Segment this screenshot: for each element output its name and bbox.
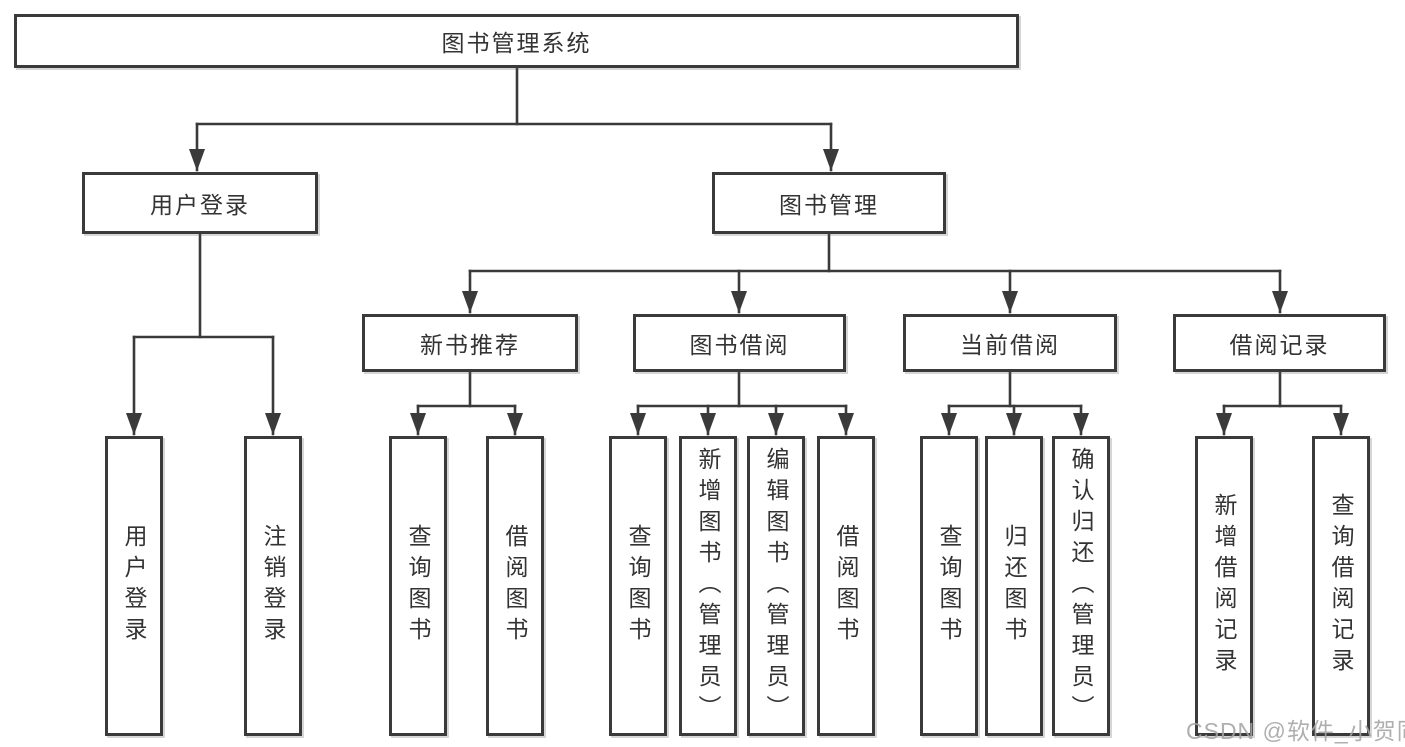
node-label: 图书管理系统	[441, 30, 592, 56]
leaf-add-borrow-record: 新增借阅记录	[1195, 436, 1253, 736]
node-label: 注销登录	[260, 524, 286, 648]
node-label: 新增图书（管理员）	[695, 446, 721, 726]
leaf-query-books-borrow: 查询图书	[609, 436, 667, 736]
leaf-confirm-return-admin: 确认归还（管理员）	[1052, 436, 1110, 736]
node-label: 查询图书	[625, 524, 651, 648]
node-label: 查询图书	[405, 524, 431, 648]
node-label: 当前借阅	[960, 332, 1060, 358]
node-library-management-system: 图书管理系统	[14, 14, 1019, 68]
leaf-query-books-current: 查询图书	[920, 436, 978, 736]
node-label: 图书借阅	[689, 332, 790, 358]
leaf-borrow-books-recommend: 借阅图书	[486, 436, 544, 736]
leaf-logout: 注销登录	[244, 436, 302, 736]
node-label: 借阅记录	[1229, 332, 1330, 358]
leaf-borrow-books: 借阅图书	[817, 436, 875, 736]
node-label: 借阅图书	[833, 524, 859, 648]
node-label: 新增借阅记录	[1211, 493, 1237, 679]
leaf-user-login: 用户登录	[105, 436, 163, 736]
node-label: 用户登录	[150, 192, 250, 218]
node-label: 用户登录	[121, 524, 147, 648]
node-label: 新书推荐	[420, 332, 520, 358]
node-book-management: 图书管理	[712, 172, 946, 234]
node-book-borrow: 图书借阅	[633, 314, 846, 372]
leaf-add-book-admin: 新增图书（管理员）	[679, 436, 737, 736]
node-label: 图书管理	[779, 192, 879, 218]
leaf-return-book: 归还图书	[985, 436, 1043, 736]
node-label: 查询借阅记录	[1328, 493, 1354, 679]
csdn-watermark: CSDN @软件_小贺同学	[1186, 718, 1405, 744]
leaf-query-books-recommend: 查询图书	[389, 436, 447, 736]
node-label: 确认归还（管理员）	[1068, 446, 1094, 726]
node-user-login: 用户登录	[82, 172, 318, 234]
node-label: 归还图书	[1001, 524, 1027, 648]
node-current-borrow: 当前借阅	[903, 314, 1117, 372]
node-label: 查询图书	[936, 524, 962, 648]
leaf-query-borrow-record: 查询借阅记录	[1312, 436, 1370, 736]
node-label: 借阅图书	[502, 524, 528, 648]
node-new-book-recommend: 新书推荐	[362, 314, 578, 372]
leaf-edit-book-admin: 编辑图书（管理员）	[747, 436, 805, 736]
node-label: 编辑图书（管理员）	[763, 446, 789, 726]
node-borrow-records: 借阅记录	[1173, 314, 1386, 372]
